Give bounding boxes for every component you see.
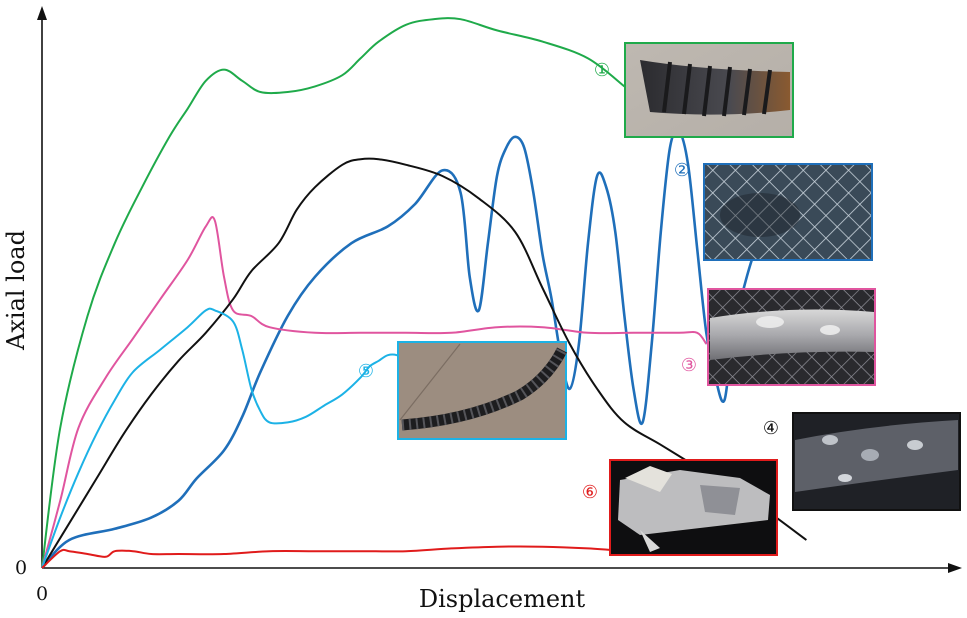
coiled-bar-photo [397, 341, 567, 440]
series-5-line [41, 307, 407, 569]
series-3-line [41, 216, 708, 569]
ribbed-bar-photo [624, 42, 794, 138]
y-axis-arrow [37, 6, 47, 20]
marker-4: ④ [763, 418, 779, 439]
corroded-bar-photo [792, 412, 961, 511]
axes: 0 0 Displacement Axial load [2, 6, 962, 613]
x-origin-label: 0 [36, 583, 48, 605]
marker-2: ② [674, 160, 690, 181]
marker-3: ③ [681, 355, 697, 376]
shattered-specimen-photo [609, 459, 778, 556]
y-origin-label: 0 [15, 557, 27, 579]
marker-6: ⑥ [582, 482, 598, 503]
series-6-line [41, 545, 625, 569]
marker-1: ① [594, 60, 610, 81]
curves-layer [41, 17, 807, 569]
x-axis-arrow [948, 563, 962, 573]
wire-mesh-photo [703, 163, 873, 261]
markers-layer: ① ② ③ ④ ⑤ ⑥ [358, 60, 779, 503]
series-4-line [41, 157, 807, 569]
x-axis-label: Displacement [419, 585, 586, 613]
series-1-line [41, 17, 626, 569]
marker-5: ⑤ [358, 361, 374, 382]
series-2-line [41, 128, 781, 569]
mesh-bar-photo [707, 288, 876, 386]
y-axis-label: Axial load [2, 230, 30, 351]
